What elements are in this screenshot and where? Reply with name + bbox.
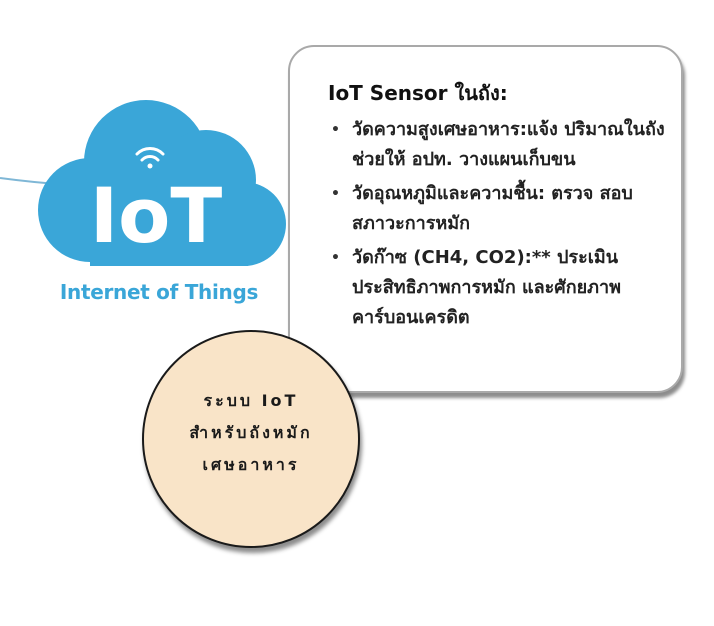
circle-line: เศษอาหาร xyxy=(202,455,300,474)
card-title: IoT Sensor ในถัง: xyxy=(328,81,508,105)
list-item-text: วัดก๊าซ (CH4, CO2):** ประเมินประสิทธิภาพ… xyxy=(352,247,622,328)
wifi-icon xyxy=(135,147,165,169)
circle-label: ระบบ IoT สำหรับถังหมัก เศษอาหาร xyxy=(189,385,312,481)
list-item: • วัดก๊าซ (CH4, CO2):** ประเมินประสิทธิภ… xyxy=(328,243,667,333)
sensor-card: IoT Sensor ในถัง: • วัดความสูงเศษอาหาร:แ… xyxy=(288,45,683,393)
list-item: • วัดอุณหภูมิและความชื้น: ตรวจ สอบสภาวะก… xyxy=(328,179,667,239)
list-item-text: วัดอุณหภูมิและความชื้น: ตรวจ สอบสภาวะการ… xyxy=(352,183,633,234)
system-circle: ระบบ IoT สำหรับถังหมัก เศษอาหาร xyxy=(142,330,360,548)
circle-line: ระบบ IoT xyxy=(203,391,299,410)
list-item: • วัดความสูงเศษอาหาร:แจ้ง ปริมาณในถัง ช่… xyxy=(328,115,667,175)
sensor-list: • วัดความสูงเศษอาหาร:แจ้ง ปริมาณในถัง ช่… xyxy=(328,115,667,333)
cloud-icon: IoT xyxy=(38,100,286,266)
bullet-icon: • xyxy=(331,122,340,138)
circle-line: สำหรับถังหมัก xyxy=(189,423,313,442)
logo-caption: Internet of Things xyxy=(59,280,259,304)
list-item-text: วัดความสูงเศษอาหาร:แจ้ง ปริมาณในถัง ช่วย… xyxy=(352,119,665,170)
iot-logo: IoT Internet of Things xyxy=(28,92,290,322)
bullet-icon: • xyxy=(331,250,340,266)
bullet-icon: • xyxy=(331,186,340,202)
iot-mark: IoT xyxy=(90,171,222,260)
